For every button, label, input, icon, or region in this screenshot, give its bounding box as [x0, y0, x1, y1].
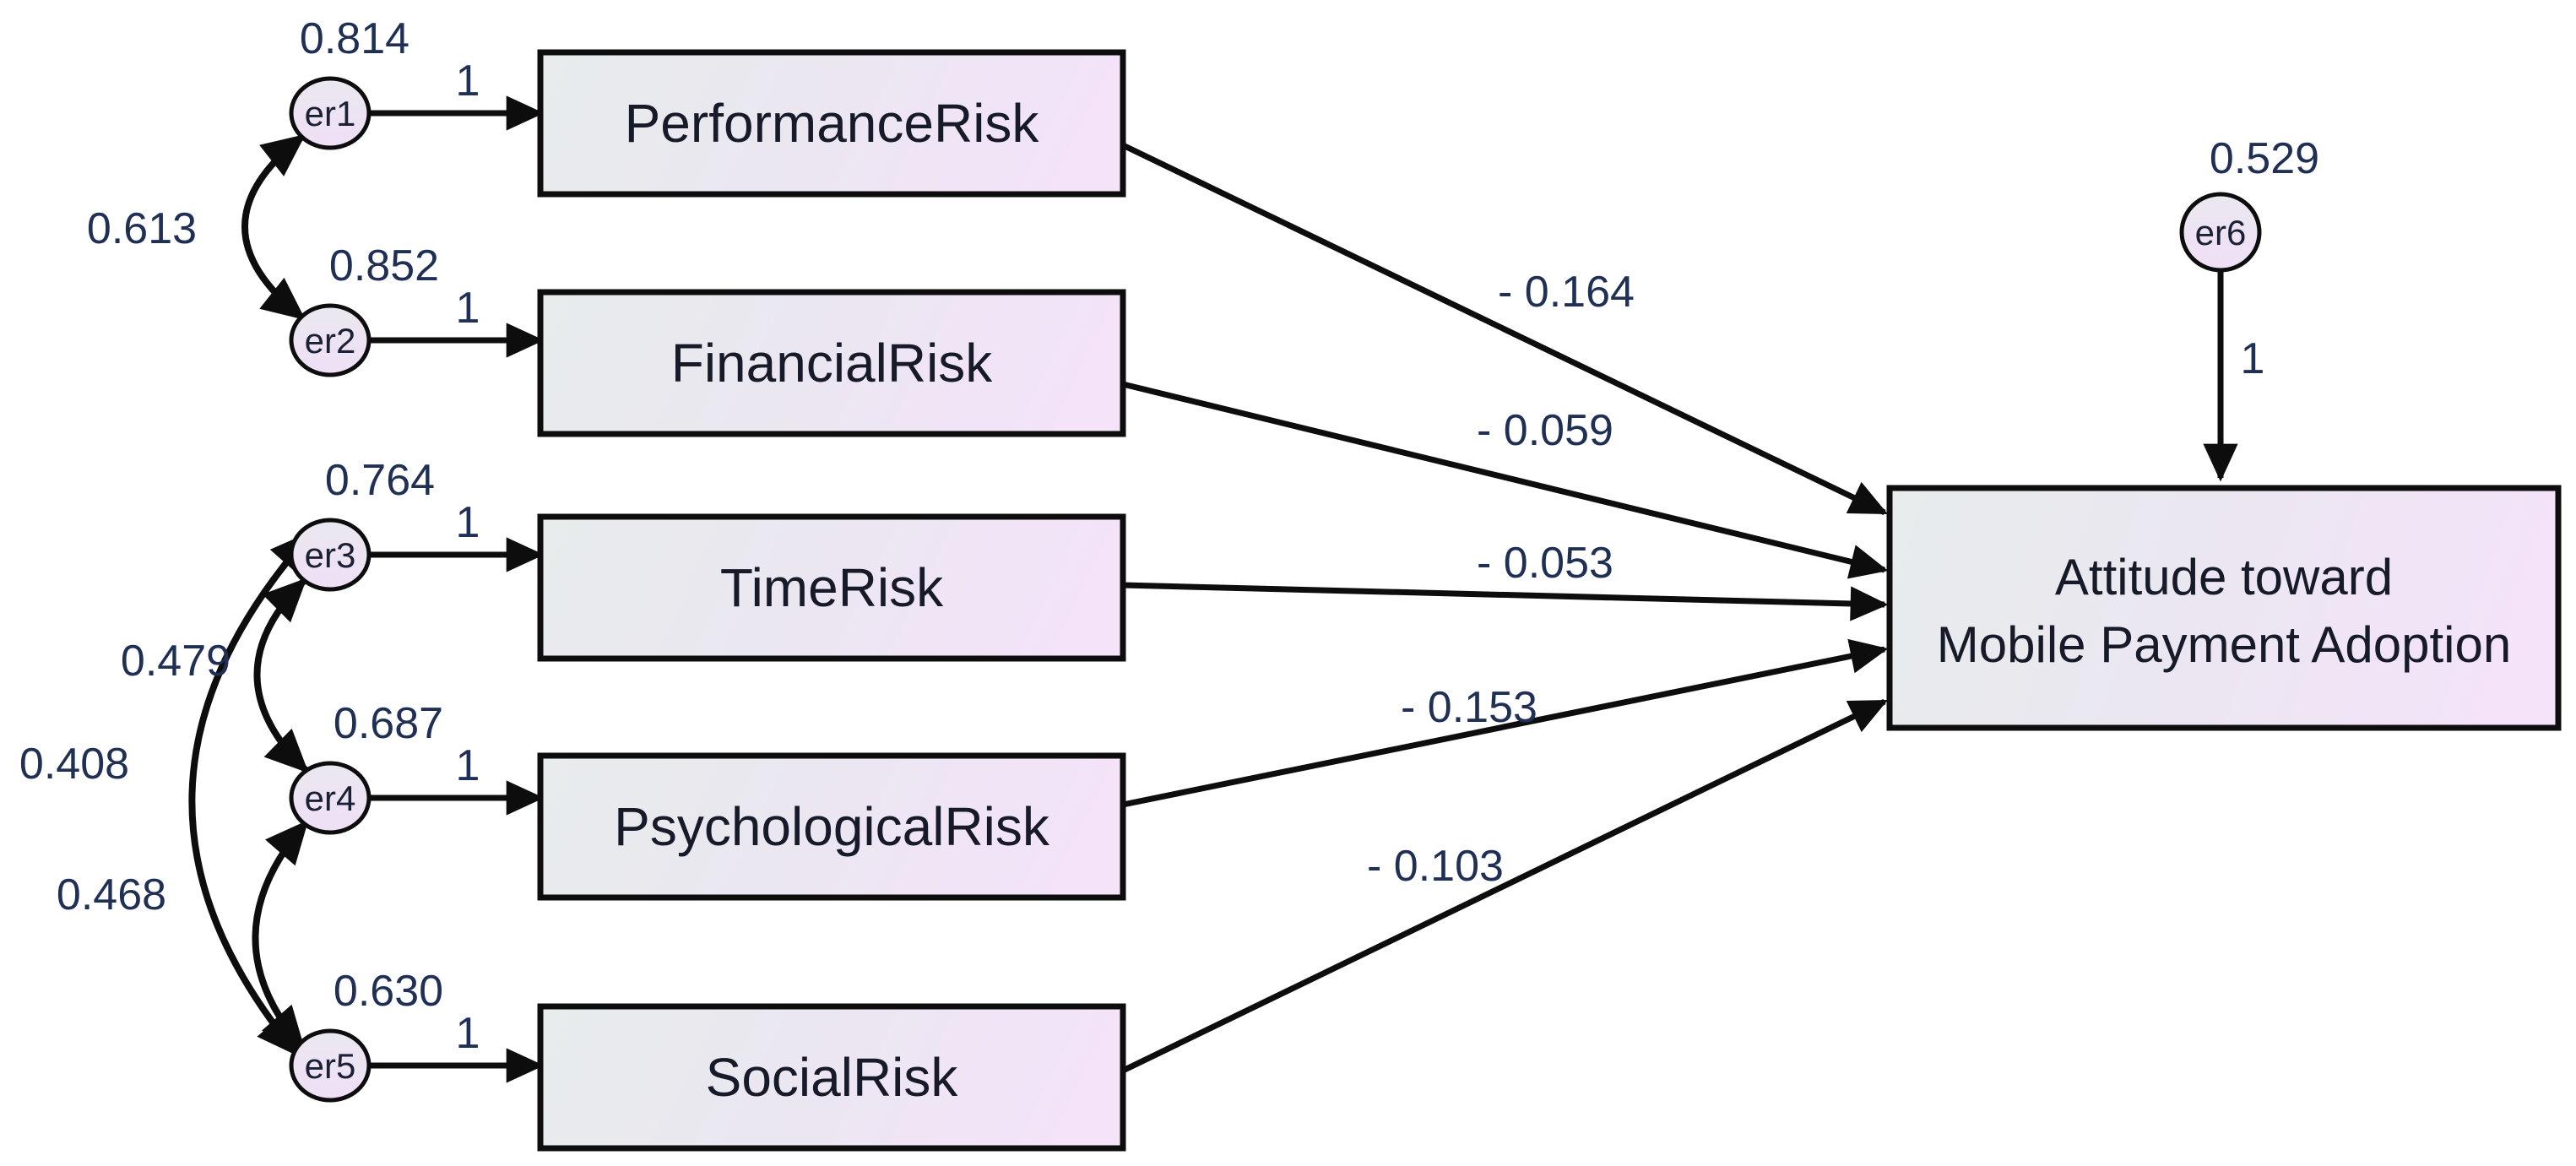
er5-circle	[289, 1028, 371, 1103]
attitude-label-line2: Mobile Payment Adoption	[1937, 616, 2511, 673]
er6-circle	[2179, 192, 2262, 273]
er2-circle	[289, 303, 371, 377]
path-arrow-psychological-to-attitude	[1122, 638, 1889, 808]
covariance-arc-er4-er5	[252, 820, 309, 1050]
loading-label-er1: 1	[456, 57, 480, 106]
social-risk-node: SocialRisk	[537, 1003, 1126, 1152]
covariance-arc-er1-er2	[241, 133, 306, 321]
performance-risk-box	[537, 49, 1126, 198]
covariance-arc-er3-er4	[253, 578, 309, 773]
er2-label: er2	[305, 321, 356, 361]
er6-node: er6 0.529	[2179, 134, 2319, 273]
loading-label-er4: 1	[456, 741, 480, 790]
time-risk-box	[537, 513, 1126, 662]
er3-variance-label: 0.764	[325, 456, 435, 505]
er4-label: er4	[305, 778, 356, 818]
er1-label: er1	[305, 94, 356, 133]
loading-label-er5: 1	[456, 1009, 480, 1058]
time-risk-node: TimeRisk	[537, 513, 1126, 662]
er3-node: er3 0.764	[289, 456, 435, 592]
performance-risk-node: PerformanceRisk	[537, 49, 1126, 198]
financial-risk-box	[537, 289, 1126, 437]
covariance-label-er3-er5: 0.408	[19, 740, 129, 789]
attitude-box	[1886, 485, 2562, 731]
loading-label-er3: 1	[456, 498, 480, 547]
path-arrow-time-to-attitude	[1122, 582, 1889, 621]
financial-risk-label: FinancialRisk	[671, 333, 994, 393]
path-coefficient-performance: - 0.164	[1498, 268, 1635, 317]
path-arrow-financial-to-attitude	[1122, 381, 1889, 579]
er3-circle	[289, 518, 371, 592]
er4-variance-label: 0.687	[334, 699, 443, 748]
attitude-node: Attitude toward Mobile Payment Adoption	[1886, 485, 2562, 731]
er1-circle	[289, 76, 371, 150]
loading-label-er6: 1	[2241, 334, 2265, 383]
covariance-label-er3-er4: 0.479	[121, 637, 230, 686]
er5-variance-label: 0.630	[334, 967, 443, 1016]
er6-label: er6	[2195, 213, 2247, 252]
path-arrow-social-to-attitude	[1121, 698, 1889, 1074]
social-risk-box	[537, 1003, 1126, 1152]
time-risk-label: TimeRisk	[720, 557, 944, 618]
er2-variance-label: 0.852	[329, 241, 439, 290]
social-risk-label: SocialRisk	[706, 1047, 959, 1108]
psychological-risk-label: PsychologicalRisk	[614, 796, 1050, 857]
performance-risk-label: PerformanceRisk	[625, 93, 1040, 154]
er4-circle	[289, 761, 371, 835]
path-arrow-performance-to-attitude	[1121, 142, 1889, 516]
er4-node: er4 0.687	[289, 699, 443, 835]
path-coefficient-psychological: - 0.153	[1401, 683, 1537, 732]
er3-label: er3	[305, 535, 356, 575]
er5-node: er5 0.630	[289, 967, 443, 1103]
loading-label-er2: 1	[456, 284, 480, 333]
er6-variance-label: 0.529	[2210, 134, 2319, 183]
covariance-label-er1-er2: 0.613	[87, 204, 197, 253]
covariance-arc-er3-er5	[188, 530, 314, 1057]
er2-node: er2 0.852	[289, 241, 439, 377]
er5-label: er5	[305, 1046, 356, 1086]
er1-variance-label: 0.814	[300, 14, 409, 63]
er1-node: er1 0.814	[289, 14, 409, 150]
attitude-label-line1: Attitude toward	[2055, 549, 2393, 605]
covariance-label-er4-er5: 0.468	[57, 870, 166, 919]
financial-risk-node: FinancialRisk	[537, 289, 1126, 437]
path-coefficient-social: - 0.103	[1367, 842, 1504, 891]
psychological-risk-node: PsychologicalRisk	[537, 752, 1126, 901]
path-coefficient-financial: - 0.059	[1477, 406, 1613, 455]
path-coefficient-time: - 0.053	[1477, 539, 1613, 588]
psychological-risk-box	[537, 752, 1126, 901]
